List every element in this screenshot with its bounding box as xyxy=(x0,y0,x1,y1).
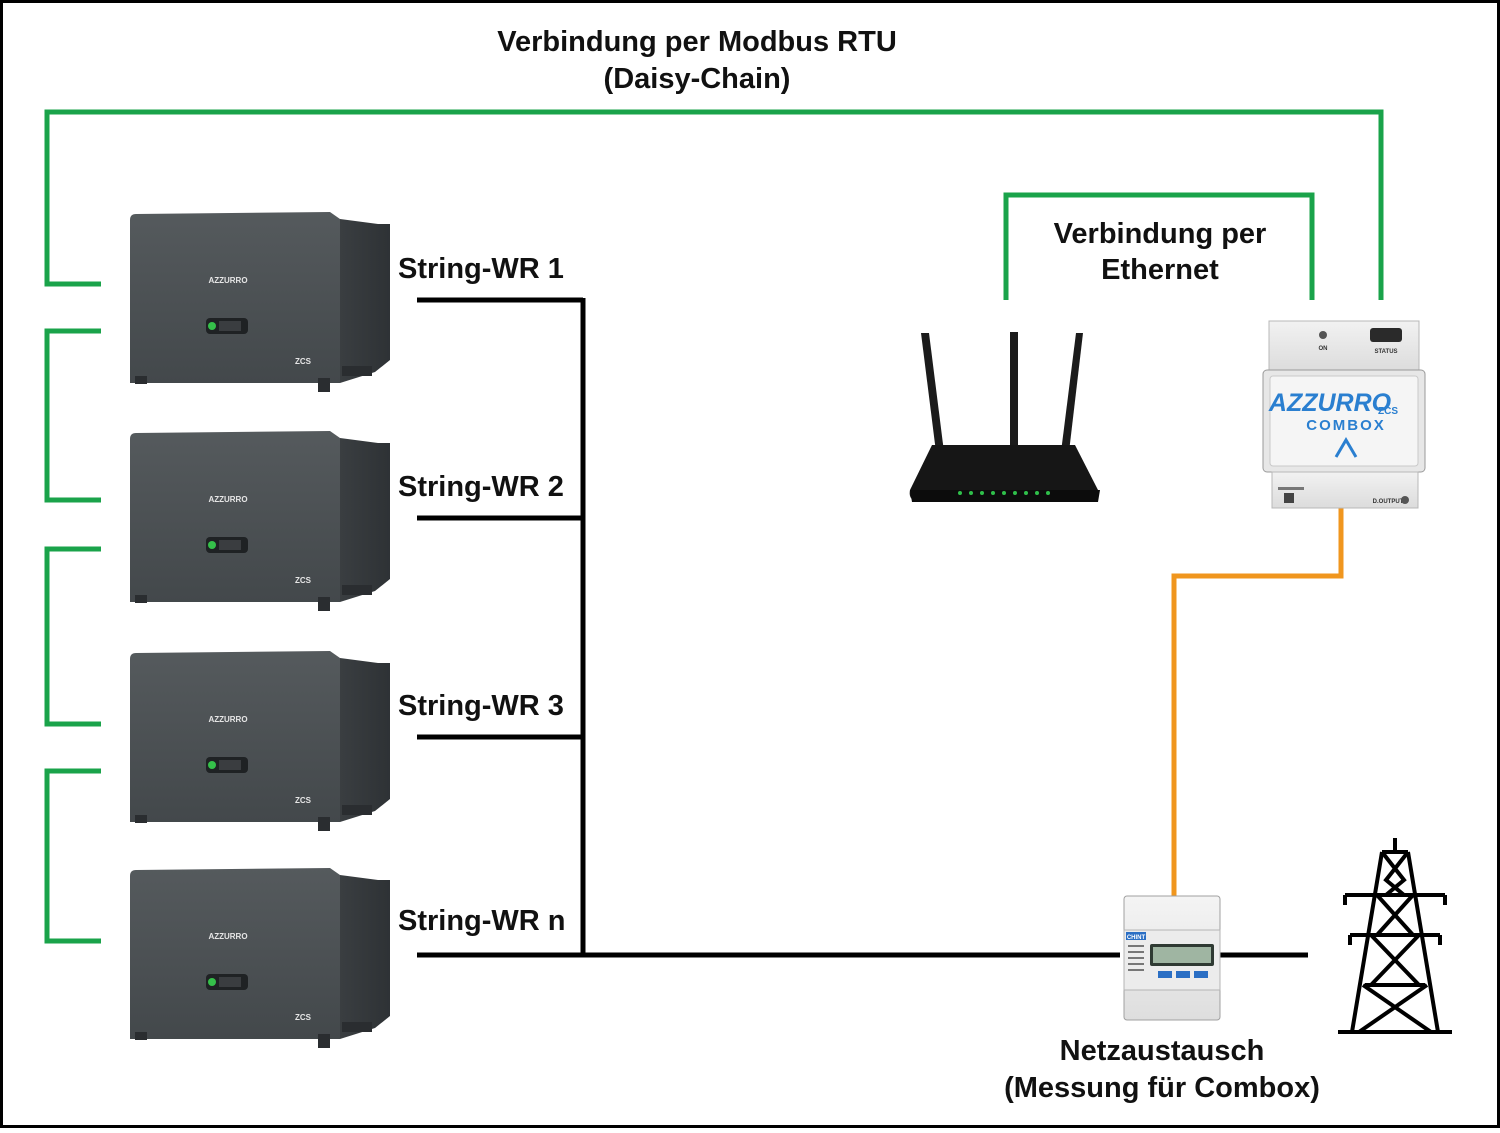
combox-icon: ON STATUS AZZURRO ZCS COMBOX D.OUTPUT xyxy=(1262,320,1426,509)
inverter-mark: ZCS xyxy=(295,576,312,585)
combox-product: COMBOX xyxy=(1306,417,1386,434)
inverter-mark: ZCS xyxy=(295,1013,312,1022)
inverter-brand: AZZURRO xyxy=(208,932,247,941)
meter-caption-line-2: (Messung für Combox) xyxy=(1004,1072,1320,1104)
router-icon xyxy=(909,332,1100,502)
power-pylon-icon xyxy=(1338,838,1452,1034)
meter-line xyxy=(1171,508,1344,900)
inverter-brand: AZZURRO xyxy=(208,495,247,504)
inverter-3: AZZURRO ZCS String-WR 3 xyxy=(130,651,564,831)
inverter-brand: AZZURRO xyxy=(208,715,247,724)
inverter-label: String-WR n xyxy=(398,905,566,937)
inverter-label: String-WR 3 xyxy=(398,690,564,722)
combox-status-label: STATUS xyxy=(1374,349,1397,355)
inverter-n: AZZURRO ZCS String-WR n xyxy=(130,868,566,1048)
modbus-link-2-3 xyxy=(44,546,101,727)
ethernet-label-line-2: Ethernet xyxy=(1101,254,1219,286)
modbus-main-line xyxy=(44,109,1384,300)
meter-caption-line-1: Netzaustausch xyxy=(1060,1035,1265,1067)
title-line-1: Verbindung per Modbus RTU xyxy=(497,26,897,58)
inverter-label: String-WR 2 xyxy=(398,471,564,503)
inverter-icon: AZZURRO ZCS xyxy=(130,212,390,392)
inverter-icon: AZZURRO ZCS xyxy=(130,431,390,611)
combox-brand: AZZURRO xyxy=(1268,389,1392,417)
inverter-mark: ZCS xyxy=(295,357,312,366)
inverter-brand: AZZURRO xyxy=(208,276,247,285)
combox-output-label: D.OUTPUT xyxy=(1373,499,1404,505)
inverter-icon: AZZURRO ZCS xyxy=(130,868,390,1048)
inverter-label: String-WR 1 xyxy=(398,253,564,285)
meter-brand: CHINT xyxy=(1127,935,1146,941)
inverter-mark: ZCS xyxy=(295,796,312,805)
modbus-link-3-n xyxy=(44,768,101,944)
combox-sub: ZCS xyxy=(1378,406,1398,417)
modbus-link-1-2 xyxy=(44,328,101,503)
ethernet-line xyxy=(1003,192,1315,300)
title-line-2: (Daisy-Chain) xyxy=(604,63,791,95)
inverter-1: AZZURRO ZCS String-WR 1 xyxy=(130,212,564,392)
ac-bus xyxy=(417,297,1308,958)
combox-on-label: ON xyxy=(1319,346,1328,352)
ethernet-label-line-1: Verbindung per xyxy=(1054,218,1267,250)
modbus-daisy-chain xyxy=(44,109,1384,944)
energy-meter-icon: CHINT xyxy=(1123,895,1221,1021)
inverter-2: AZZURRO ZCS String-WR 2 xyxy=(130,431,564,611)
inverter-icon: AZZURRO ZCS xyxy=(130,651,390,831)
